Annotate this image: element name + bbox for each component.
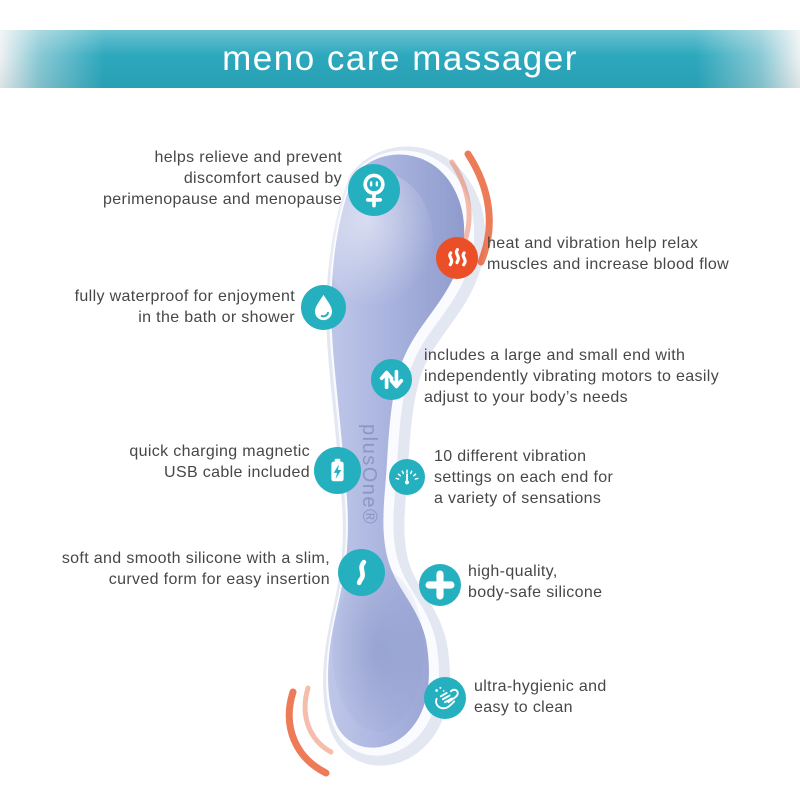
feature-line: helps relieve and prevent (154, 149, 342, 166)
battery-charge-icon (314, 447, 361, 494)
feature-hygienic: ultra-hygienic and easy to clean (474, 676, 607, 718)
feature-line: independently vibrating motors to easily (424, 368, 720, 385)
feature-line: ultra-hygienic and (474, 678, 607, 695)
feature-line: in the bath or shower (138, 309, 295, 326)
product-brand-label: plusOne® (358, 424, 380, 525)
feature-line: body-safe silicone (468, 584, 603, 601)
feature-line: settings on each end for (434, 469, 614, 486)
feature-heat-vibration: heat and vibration help relax muscles an… (487, 233, 729, 275)
product-head-highlight (323, 172, 433, 308)
feature-line: a variety of sensations (434, 490, 602, 507)
feature-line: high-quality, (468, 563, 558, 580)
intensity-dial-icon (389, 459, 425, 495)
header-banner: meno care massager (0, 30, 800, 88)
water-droplet-icon (301, 285, 346, 330)
feature-line: discomfort caused by (183, 170, 342, 187)
feature-line: easy to clean (474, 699, 573, 716)
vibration-waves-bottom-icon (285, 685, 334, 777)
feature-perimenopause-relief: helps relieve and prevent discomfort cau… (103, 147, 342, 210)
up-down-arrows-icon (371, 359, 412, 400)
feature-line: quick charging magnetic (129, 443, 310, 460)
feature-quick-charging: quick charging magnetic USB cable includ… (129, 441, 310, 483)
feature-line: 10 different vibration (434, 448, 587, 465)
vibration-waves-top-icon (449, 150, 493, 266)
feature-line: includes a large and small end with (424, 347, 686, 364)
feature-line: perimenopause and menopause (103, 191, 342, 208)
feature-curved-form: soft and smooth silicone with a slim, cu… (62, 548, 330, 590)
feature-line: heat and vibration help relax (487, 235, 699, 252)
washing-hands-icon (424, 677, 466, 719)
product-bulb-shading (332, 568, 424, 732)
feature-waterproof: fully waterproof for enjoyment in the ba… (75, 286, 295, 328)
female-symbol-icon (348, 164, 400, 216)
feature-vibration-settings: 10 different vibration settings on each … (434, 446, 613, 509)
plus-icon (419, 564, 461, 606)
feature-line: muscles and increase blood flow (487, 256, 730, 273)
curved-shape-icon (338, 549, 385, 596)
feature-dual-motors: includes a large and small end with inde… (424, 345, 719, 408)
feature-body-safe-silicone: high-quality, body-safe silicone (468, 561, 602, 603)
heat-icon (436, 237, 478, 279)
feature-line: adjust to your body’s needs (424, 389, 628, 406)
feature-line: soft and smooth silicone with a slim, (61, 550, 330, 567)
page-title: meno care massager (222, 39, 578, 78)
feature-line: curved form for easy insertion (108, 571, 330, 588)
feature-line: fully waterproof for enjoyment (74, 288, 295, 305)
feature-line: USB cable included (164, 464, 310, 481)
